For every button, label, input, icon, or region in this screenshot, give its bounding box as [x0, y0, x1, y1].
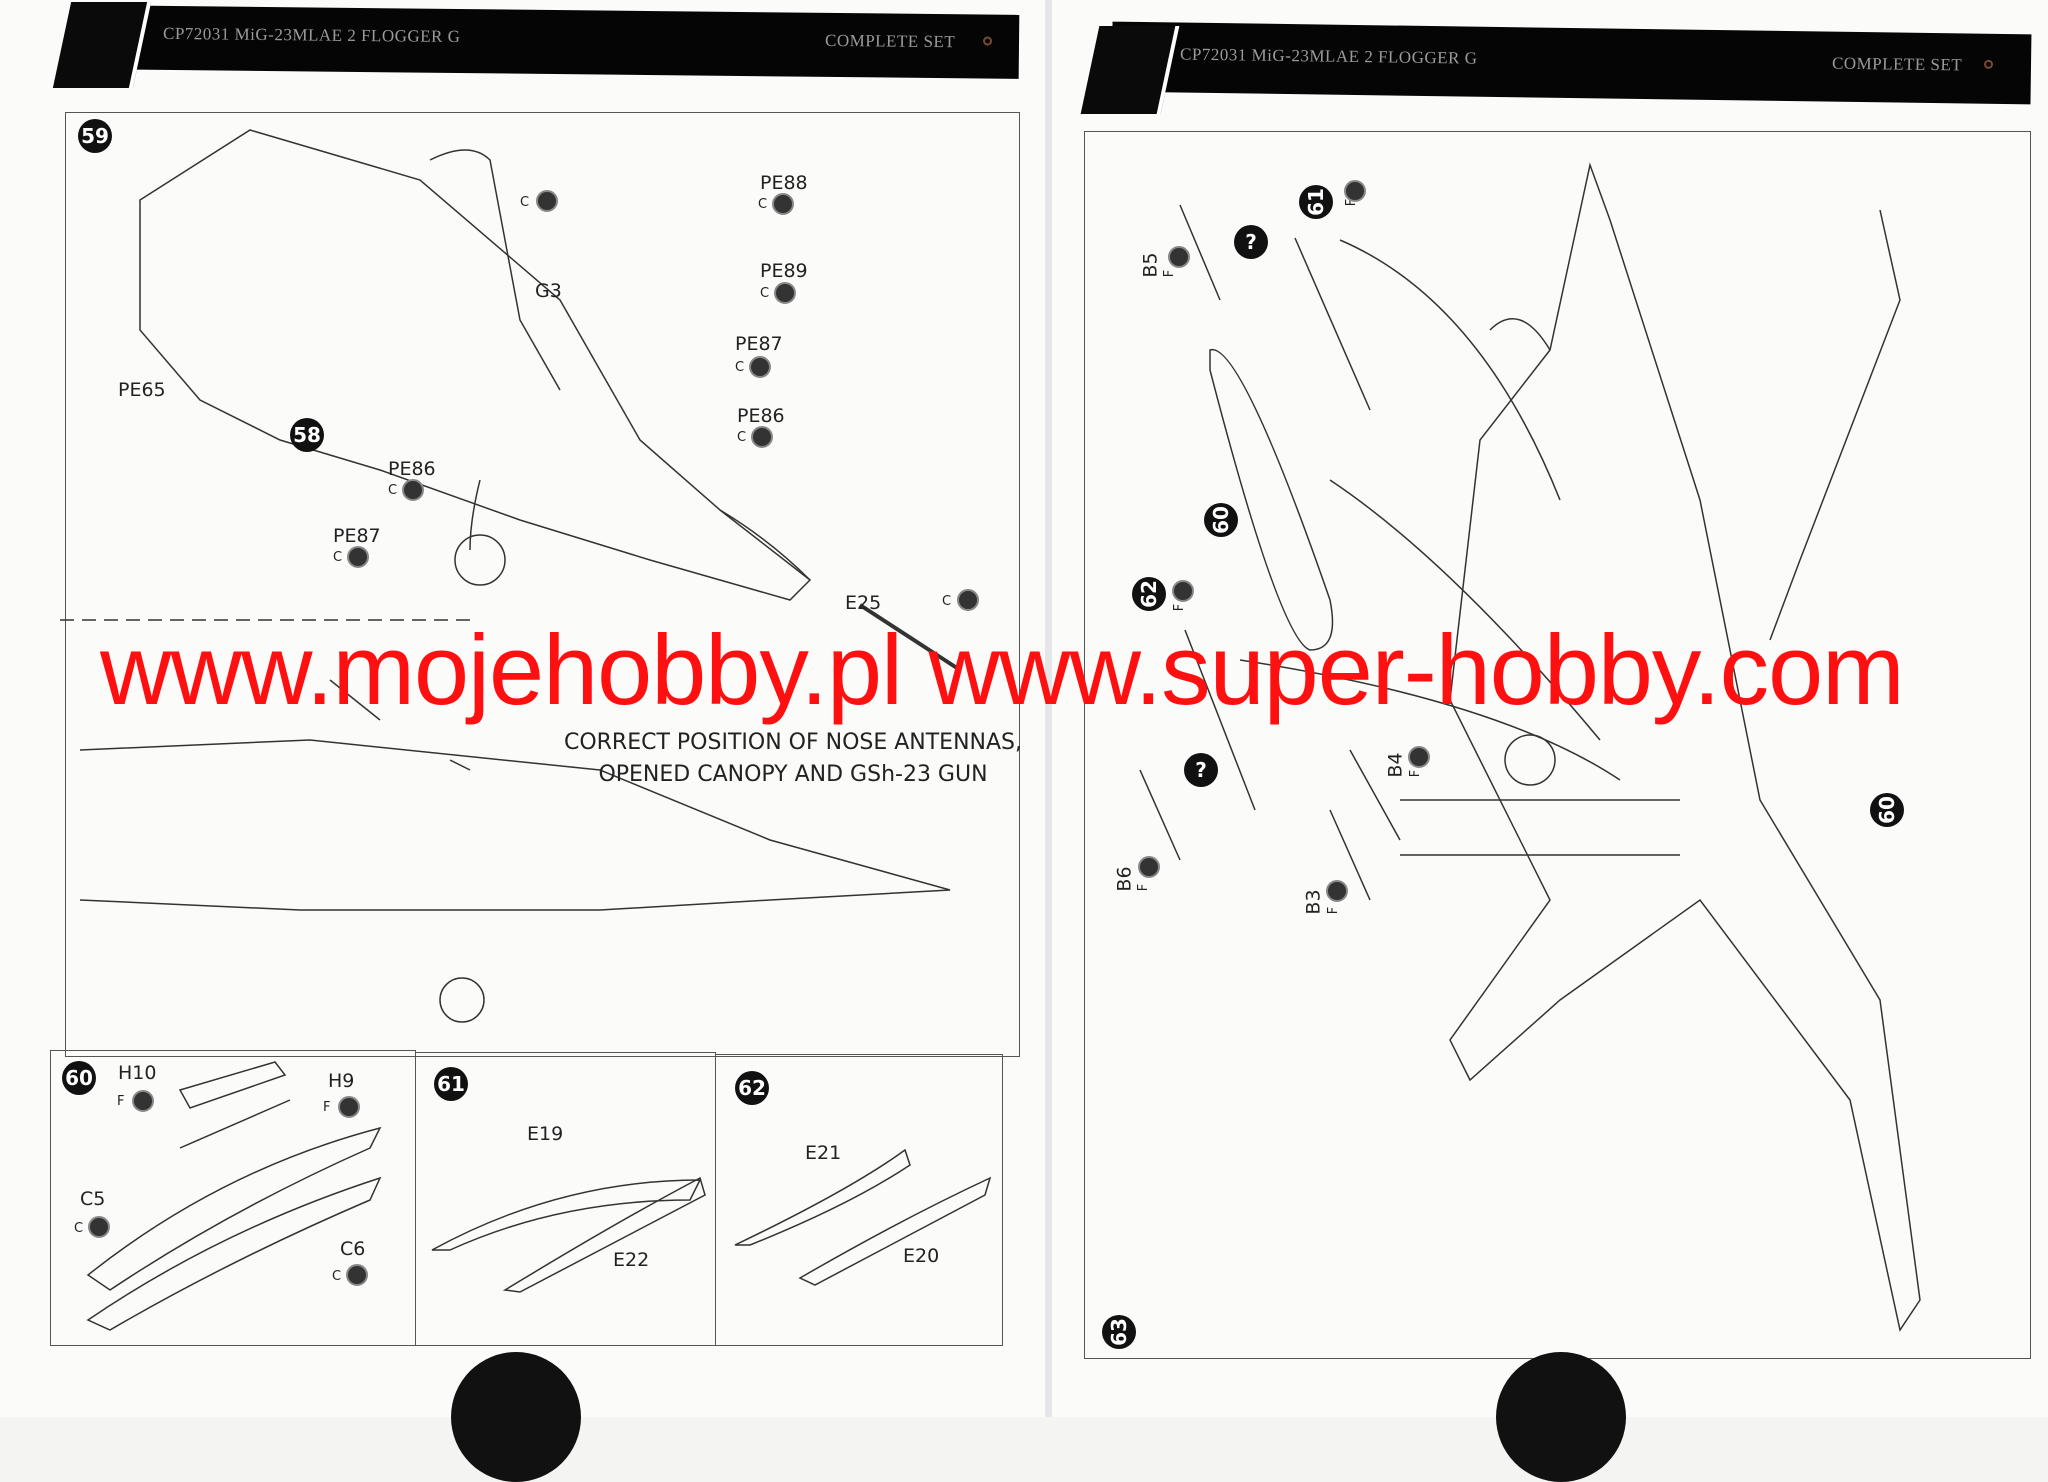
note-line-1: CORRECT POSITION OF NOSE ANTENNAS,	[563, 730, 1023, 755]
paint-icon	[1138, 856, 1160, 878]
step-question-mark: ?	[1234, 225, 1268, 259]
part-label-pe89: PE89	[760, 260, 808, 282]
step-question-mark: ?	[1184, 753, 1218, 787]
paint-icon	[749, 356, 771, 378]
paint-code: C	[942, 594, 952, 609]
paint-icon	[751, 426, 773, 448]
paint-code: C	[737, 430, 747, 445]
part-label-pe86: PE86	[388, 458, 436, 480]
part-label-c5: C5	[80, 1188, 106, 1210]
paint-code: F	[1172, 603, 1188, 612]
paint-icon	[957, 589, 979, 611]
page-number-tab	[1496, 1352, 1626, 1482]
part-label-b4: B4	[1384, 752, 1407, 778]
paint-icon	[347, 546, 369, 568]
part-label-c6: C6	[340, 1238, 366, 1260]
part-label-pe65: PE65	[118, 379, 166, 401]
left-page	[0, 0, 1045, 1417]
paint-code: F	[1136, 883, 1152, 892]
paint-icon	[338, 1096, 360, 1118]
paint-code: C	[735, 360, 745, 375]
paint-code: C	[760, 286, 770, 301]
paint-icon	[774, 282, 796, 304]
paint-code: F	[1408, 769, 1424, 778]
part-label-pe87: PE87	[333, 525, 381, 547]
part-label-pe87: PE87	[735, 333, 783, 355]
part-label-g3: G3	[535, 280, 562, 302]
paint-code: C	[520, 195, 530, 210]
paint-code: C	[332, 1269, 342, 1284]
paint-code: C	[388, 483, 398, 498]
part-label-b3: B3	[1302, 889, 1325, 915]
step-number-62: 62	[1132, 577, 1166, 611]
paint-code: C	[758, 197, 768, 212]
right-page	[1052, 0, 2048, 1417]
part-label-e22: E22	[613, 1249, 650, 1271]
step-number-62: 62	[735, 1071, 769, 1105]
step-number-60: 60	[1870, 793, 1904, 827]
assembly-drawings	[60, 129, 1921, 1332]
paint-code: F	[323, 1100, 331, 1115]
paint-icon	[132, 1090, 154, 1112]
part-label-e20: E20	[903, 1245, 940, 1267]
part-label-e19: E19	[527, 1123, 564, 1145]
part-label-pe88: PE88	[760, 172, 808, 194]
step-number-58: 58	[290, 418, 324, 452]
part-label-b5: B5	[1139, 252, 1162, 278]
step-number-60: 60	[1204, 503, 1238, 537]
paint-icon	[1408, 746, 1430, 768]
part-label-e25: E25	[845, 592, 882, 614]
part-label-b6: B6	[1113, 866, 1136, 892]
page-gutter	[1045, 0, 1052, 1417]
paint-code: F	[117, 1094, 125, 1109]
part-label-e21: E21	[805, 1142, 842, 1164]
part-label-h10: H10	[118, 1062, 157, 1084]
note-line-2: OPENED CANOPY AND GSh-23 GUN	[598, 762, 988, 787]
paint-icon	[1172, 580, 1194, 602]
step-62-frame	[715, 1054, 1003, 1346]
part-label-pe86: PE86	[737, 405, 785, 427]
paint-code: C	[74, 1221, 84, 1236]
watermark: www.mojehobby.pl www.super-hobby.com	[100, 614, 1905, 725]
paint-icon	[88, 1216, 110, 1238]
step-number-61: 61	[434, 1067, 468, 1101]
paint-icon	[536, 190, 558, 212]
paint-code: C	[333, 550, 343, 565]
paint-icon	[1344, 180, 1366, 202]
paint-icon	[1326, 880, 1348, 902]
paint-icon	[346, 1264, 368, 1286]
paint-icon	[402, 479, 424, 501]
paint-icon	[772, 193, 794, 215]
step-number-59: 59	[78, 119, 112, 153]
step-number-63: 63	[1102, 1315, 1136, 1349]
step-59-frame	[65, 112, 1020, 1057]
paint-icon	[1168, 246, 1190, 268]
page-number-tab	[451, 1352, 581, 1482]
step-number-60: 60	[62, 1061, 96, 1095]
step-number-61: 61	[1299, 185, 1333, 219]
part-label-h9: H9	[328, 1070, 355, 1092]
paint-code: F	[1162, 269, 1178, 278]
paint-code: F	[1326, 906, 1342, 915]
